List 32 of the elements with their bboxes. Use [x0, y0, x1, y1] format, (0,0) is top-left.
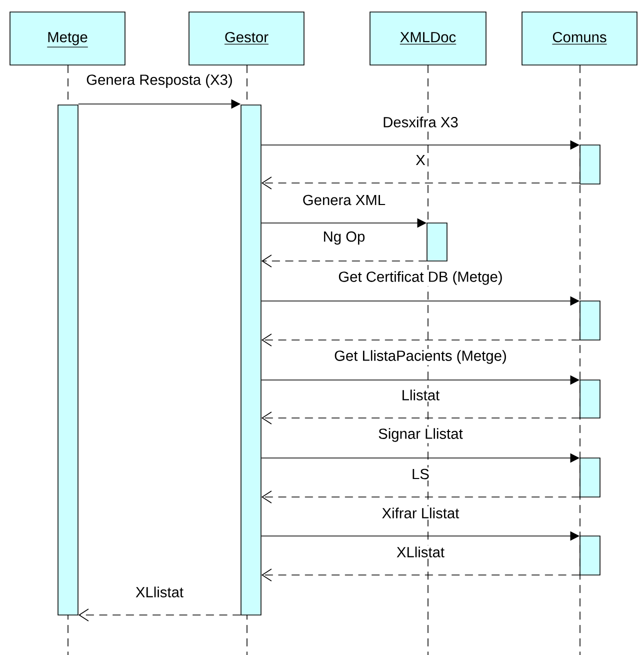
edge-label: Get LlistaPacients (Metge)	[332, 348, 508, 366]
edge-label: Ng Op	[321, 230, 367, 246]
edge-label: Get Certificat DB (Metge)	[336, 270, 504, 286]
edge-label: XLlistat	[395, 545, 446, 559]
edge-label: Desxifra X3	[381, 115, 460, 129]
activation-bar	[240, 104, 262, 616]
message-arrow	[261, 334, 580, 346]
message-arrow	[261, 254, 427, 268]
edge-label: Llistat	[400, 388, 441, 402]
edge-label: Xifrar Llistat	[380, 506, 461, 520]
edge-label: XLlistat	[134, 585, 185, 599]
participant-box: XMLDoc	[370, 12, 486, 66]
edge-label: X	[414, 154, 427, 166]
edge-label: Signar Llistat	[376, 426, 464, 444]
message-arrow	[261, 568, 580, 582]
edge-label: Genera Resposta (X3)	[84, 72, 234, 90]
message-arrow	[261, 176, 580, 190]
edge-label: Genera XML	[301, 193, 387, 207]
activation-bar	[580, 380, 600, 418]
message-arrow	[261, 412, 580, 424]
edge-label: LS	[410, 467, 431, 481]
participant-box: Metge	[10, 12, 126, 66]
activation-bar	[580, 300, 600, 340]
activation-bar	[426, 222, 448, 262]
activation-bar	[580, 458, 600, 498]
participant-box: Gestor	[188, 12, 304, 66]
participant-box: Comuns	[522, 12, 638, 66]
activation-bar	[580, 144, 600, 184]
message-arrow	[261, 490, 580, 504]
message-arrow	[78, 608, 241, 622]
activation-bar	[58, 104, 78, 616]
activation-bar	[580, 536, 600, 576]
